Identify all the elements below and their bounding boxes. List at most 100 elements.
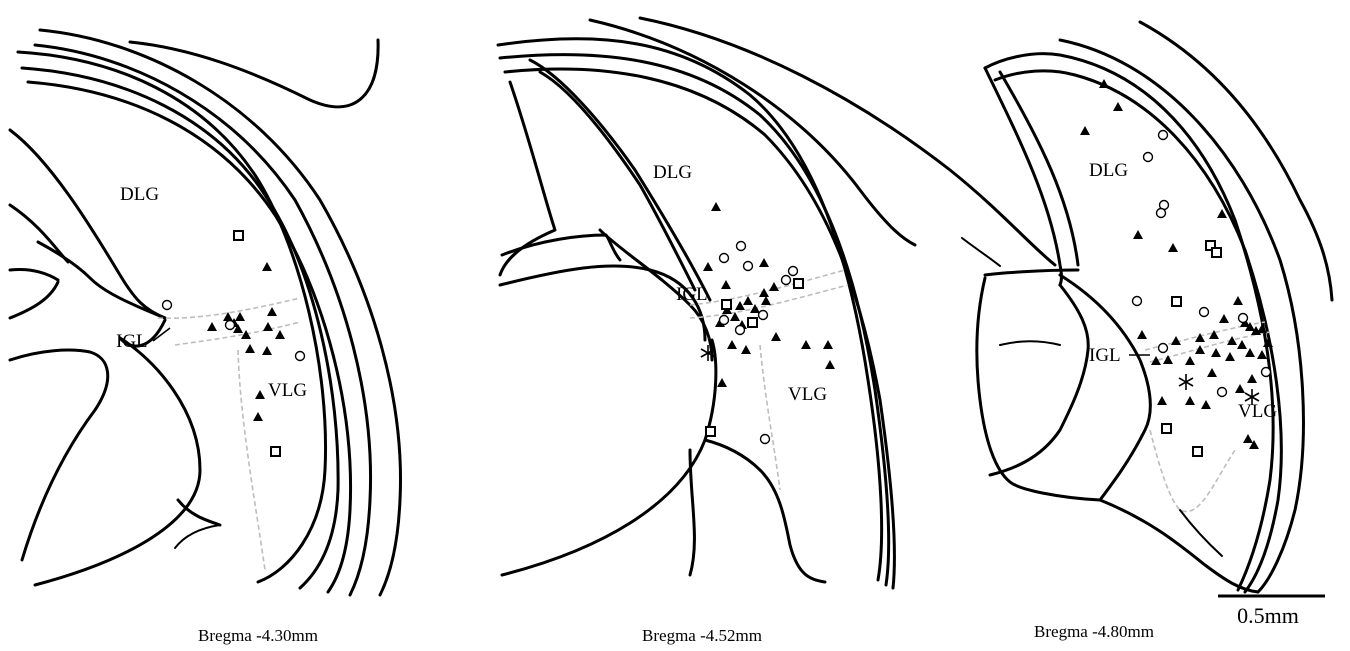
square-marker bbox=[1212, 248, 1221, 257]
triangle-marker bbox=[761, 296, 771, 305]
circle-marker bbox=[226, 321, 235, 330]
circle-marker bbox=[1200, 308, 1209, 317]
triangle-marker bbox=[1245, 348, 1255, 357]
panel-3-markers bbox=[1080, 79, 1273, 456]
triangle-marker bbox=[743, 296, 753, 305]
circle-marker bbox=[1218, 388, 1227, 397]
triangle-marker bbox=[759, 258, 769, 267]
triangle-marker bbox=[1225, 352, 1235, 361]
circle-marker bbox=[720, 254, 729, 263]
triangle-marker bbox=[235, 312, 245, 321]
circle-marker bbox=[163, 301, 172, 310]
circle-marker bbox=[1159, 131, 1168, 140]
panel-3-outlines bbox=[962, 22, 1332, 592]
triangle-marker bbox=[771, 332, 781, 341]
panel-2: DLG IGL VLG bbox=[498, 18, 1055, 645]
triangle-marker bbox=[1163, 355, 1173, 364]
panel-2-igl-label: IGL bbox=[676, 284, 708, 305]
triangle-marker bbox=[253, 412, 263, 421]
triangle-marker bbox=[1201, 400, 1211, 409]
circle-marker bbox=[744, 262, 753, 271]
triangle-marker bbox=[823, 340, 833, 349]
square-marker bbox=[234, 231, 243, 240]
triangle-marker bbox=[1168, 243, 1178, 252]
square-marker bbox=[1162, 424, 1171, 433]
triangle-marker bbox=[1257, 350, 1267, 359]
triangle-marker bbox=[1247, 374, 1257, 383]
triangle-marker bbox=[245, 344, 255, 353]
triangle-marker bbox=[262, 346, 272, 355]
triangle-marker bbox=[1137, 330, 1147, 339]
triangle-marker bbox=[1235, 384, 1245, 393]
triangle-marker bbox=[721, 280, 731, 289]
triangle-marker bbox=[207, 322, 217, 331]
triangle-marker bbox=[750, 304, 760, 313]
triangle-marker bbox=[1113, 102, 1123, 111]
circle-marker bbox=[720, 316, 729, 325]
triangle-marker bbox=[1237, 340, 1247, 349]
circle-marker bbox=[736, 326, 745, 335]
triangle-marker bbox=[1151, 356, 1161, 365]
panel-3: DLG IGL VLG bbox=[962, 22, 1332, 641]
square-marker bbox=[794, 279, 803, 288]
triangle-marker bbox=[1211, 348, 1221, 357]
square-marker bbox=[1172, 297, 1181, 306]
panel-2-outlines bbox=[498, 18, 1055, 588]
panel-2-dlg-label: DLG bbox=[653, 162, 692, 183]
square-marker bbox=[722, 300, 731, 309]
panel-3-vlg-label: VLG bbox=[1238, 401, 1277, 422]
triangle-marker bbox=[711, 202, 721, 211]
triangle-marker bbox=[1233, 296, 1243, 305]
panel-3-caption: Bregma -4.80mm bbox=[1034, 622, 1154, 641]
panel-1: DLG IGL VLG Bregma -4.30mm bbox=[10, 30, 400, 645]
circle-marker bbox=[759, 311, 768, 320]
panel-2-markers bbox=[701, 202, 835, 444]
triangle-marker bbox=[769, 282, 779, 291]
triangle-marker bbox=[267, 307, 277, 316]
square-marker bbox=[1193, 447, 1202, 456]
triangle-marker bbox=[1185, 356, 1195, 365]
triangle-marker bbox=[1080, 126, 1090, 135]
triangle-marker bbox=[1157, 396, 1167, 405]
square-marker bbox=[706, 427, 715, 436]
scale-bar: 0.5mm bbox=[1218, 596, 1325, 628]
panel-1-vlg-label: VLG bbox=[268, 380, 307, 401]
triangle-marker bbox=[1219, 314, 1229, 323]
circle-marker bbox=[761, 435, 770, 444]
triangle-marker bbox=[255, 390, 265, 399]
triangle-marker bbox=[1207, 368, 1217, 377]
triangle-marker bbox=[741, 345, 751, 354]
panel-1-dlg-label: DLG bbox=[120, 184, 159, 205]
triangle-marker bbox=[263, 322, 273, 331]
circle-marker bbox=[1239, 314, 1248, 323]
circle-marker bbox=[737, 242, 746, 251]
triangle-marker bbox=[727, 340, 737, 349]
asterisk-marker bbox=[1179, 374, 1193, 390]
triangle-marker bbox=[735, 301, 745, 310]
triangle-marker bbox=[759, 288, 769, 297]
triangle-marker bbox=[825, 360, 835, 369]
panel-1-caption: Bregma -4.30mm bbox=[198, 626, 318, 645]
triangle-marker bbox=[1185, 396, 1195, 405]
scale-bar-label: 0.5mm bbox=[1237, 603, 1299, 628]
circle-marker bbox=[1133, 297, 1142, 306]
panel-3-igl-label: IGL bbox=[1089, 345, 1121, 366]
circle-marker bbox=[789, 267, 798, 276]
circle-marker bbox=[1157, 209, 1166, 218]
triangle-marker bbox=[703, 262, 713, 271]
triangle-marker bbox=[1243, 434, 1253, 443]
circle-marker bbox=[1159, 344, 1168, 353]
triangle-marker bbox=[1133, 230, 1143, 239]
square-marker bbox=[271, 447, 280, 456]
square-marker bbox=[748, 318, 757, 327]
panel-2-caption: Bregma -4.52mm bbox=[642, 626, 762, 645]
triangle-marker bbox=[717, 378, 727, 387]
panel-3-dlg-label: DLG bbox=[1089, 160, 1128, 181]
triangle-marker bbox=[801, 340, 811, 349]
triangle-marker bbox=[262, 262, 272, 271]
panel-1-outlines bbox=[10, 30, 400, 595]
triangle-marker bbox=[275, 330, 285, 339]
circle-marker bbox=[1262, 368, 1271, 377]
panel-2-vlg-label: VLG bbox=[788, 384, 827, 405]
